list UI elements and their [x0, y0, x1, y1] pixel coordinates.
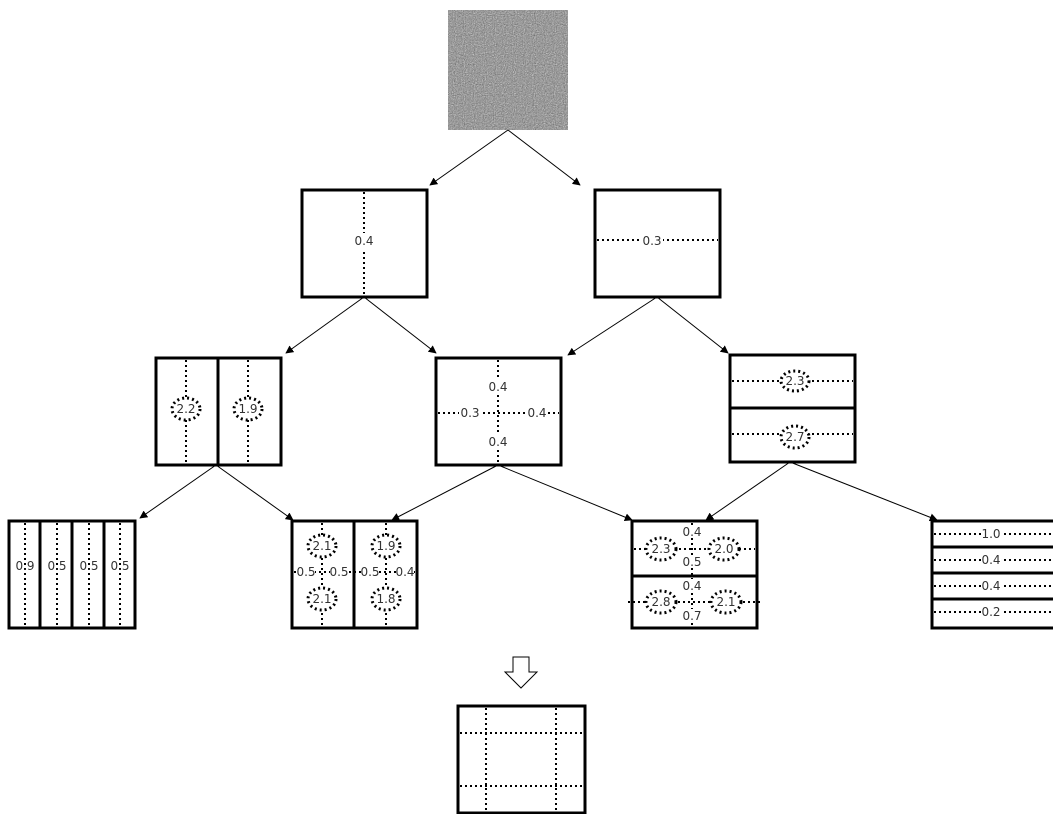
arrow-l2left-right [215, 464, 294, 521]
level1-right-node: 0.3 [593, 188, 722, 299]
level2-left-value-b: 1.9 [238, 402, 257, 416]
arrow-root-right [507, 129, 581, 186]
arrow-l2right-left [705, 461, 791, 521]
level2-mid-left-label: 0.3 [460, 406, 479, 420]
level2-right-value-b: 2.7 [785, 430, 804, 444]
arrow-l2right-right [789, 461, 938, 522]
strip-label-1: 0.9 [15, 559, 34, 573]
level2-mid-node: 0.4 0.3 0.4 0.4 [434, 356, 563, 467]
level1-left-vertical-label: 0.4 [354, 234, 373, 248]
hstrip-label-4: 0.2 [981, 605, 1000, 619]
arrow-l2left-left [139, 464, 217, 519]
final-partition-grid [456, 704, 587, 814]
level3-c-line-label-2: 0.5 [682, 555, 701, 569]
level3-c-value-4: 2.1 [716, 595, 735, 609]
arrow-root-left [429, 129, 509, 186]
level3-b-line-label-3: 0.5 [360, 565, 379, 579]
level1-right-horizontal-label: 0.3 [642, 234, 661, 248]
level3-c-value-1: 2.3 [651, 542, 670, 556]
level3-b-value-tr: 1.9 [376, 539, 395, 553]
arrow-l1left-left [285, 296, 365, 354]
level2-mid-bottom-label: 0.4 [488, 435, 507, 449]
arrow-l2mid-right [497, 464, 633, 521]
level3-vertical-strips-node: 0.9 0.5 0.5 0.5 [7, 519, 137, 630]
level3-split-halves-node: 2.1 1.9 2.1 1.8 0.5 0.5 0.5 0.4 [290, 519, 419, 630]
level3-split-rows-node: 2.3 2.0 2.8 2.1 0.4 0.5 0.4 0.7 [628, 519, 760, 630]
arrow-l2mid-left [391, 464, 499, 521]
level2-left-value-a: 2.2 [176, 402, 195, 416]
level3-b-value-br: 1.8 [376, 592, 395, 606]
arrow-l1left-right [363, 296, 437, 354]
down-hollow-arrow-icon [503, 656, 539, 689]
strip-label-4: 0.5 [110, 559, 129, 573]
level3-c-value-3: 2.8 [651, 595, 670, 609]
arrow-l1right-right [656, 296, 729, 354]
hstrip-label-3: 0.4 [981, 579, 1000, 593]
strip-label-3: 0.5 [79, 559, 98, 573]
level3-c-line-label-3: 0.4 [682, 579, 701, 593]
hstrip-label-2: 0.4 [981, 553, 1000, 567]
level3-c-value-2: 2.0 [714, 542, 733, 556]
arrow-l1right-left [567, 296, 658, 356]
level1-left-node: 0.4 [300, 188, 429, 299]
level3-b-line-label-1: 0.5 [296, 565, 315, 579]
level3-c-line-label-1: 0.4 [682, 525, 701, 539]
hstrip-label-1: 1.0 [981, 527, 1000, 541]
level3-b-value-bl: 2.1 [312, 592, 331, 606]
strip-label-2: 0.5 [47, 559, 66, 573]
level2-mid-top-label: 0.4 [488, 380, 507, 394]
level3-c-line-label-4: 0.7 [682, 609, 701, 623]
root-texture-image [448, 10, 568, 130]
level3-b-value-tl: 2.1 [312, 539, 331, 553]
level2-right-value-a: 2.3 [785, 374, 804, 388]
level2-left-node: 2.2 1.9 [154, 356, 283, 467]
level3-horizontal-strips-node: 1.0 0.4 0.4 0.2 [930, 519, 1053, 630]
level2-mid-right-label: 0.4 [527, 406, 546, 420]
level3-b-line-label-4: 0.4 [395, 565, 414, 579]
level2-right-node: 2.3 2.7 [728, 353, 857, 464]
level3-b-line-label-2: 0.5 [329, 565, 348, 579]
tree-arrows [139, 129, 938, 522]
